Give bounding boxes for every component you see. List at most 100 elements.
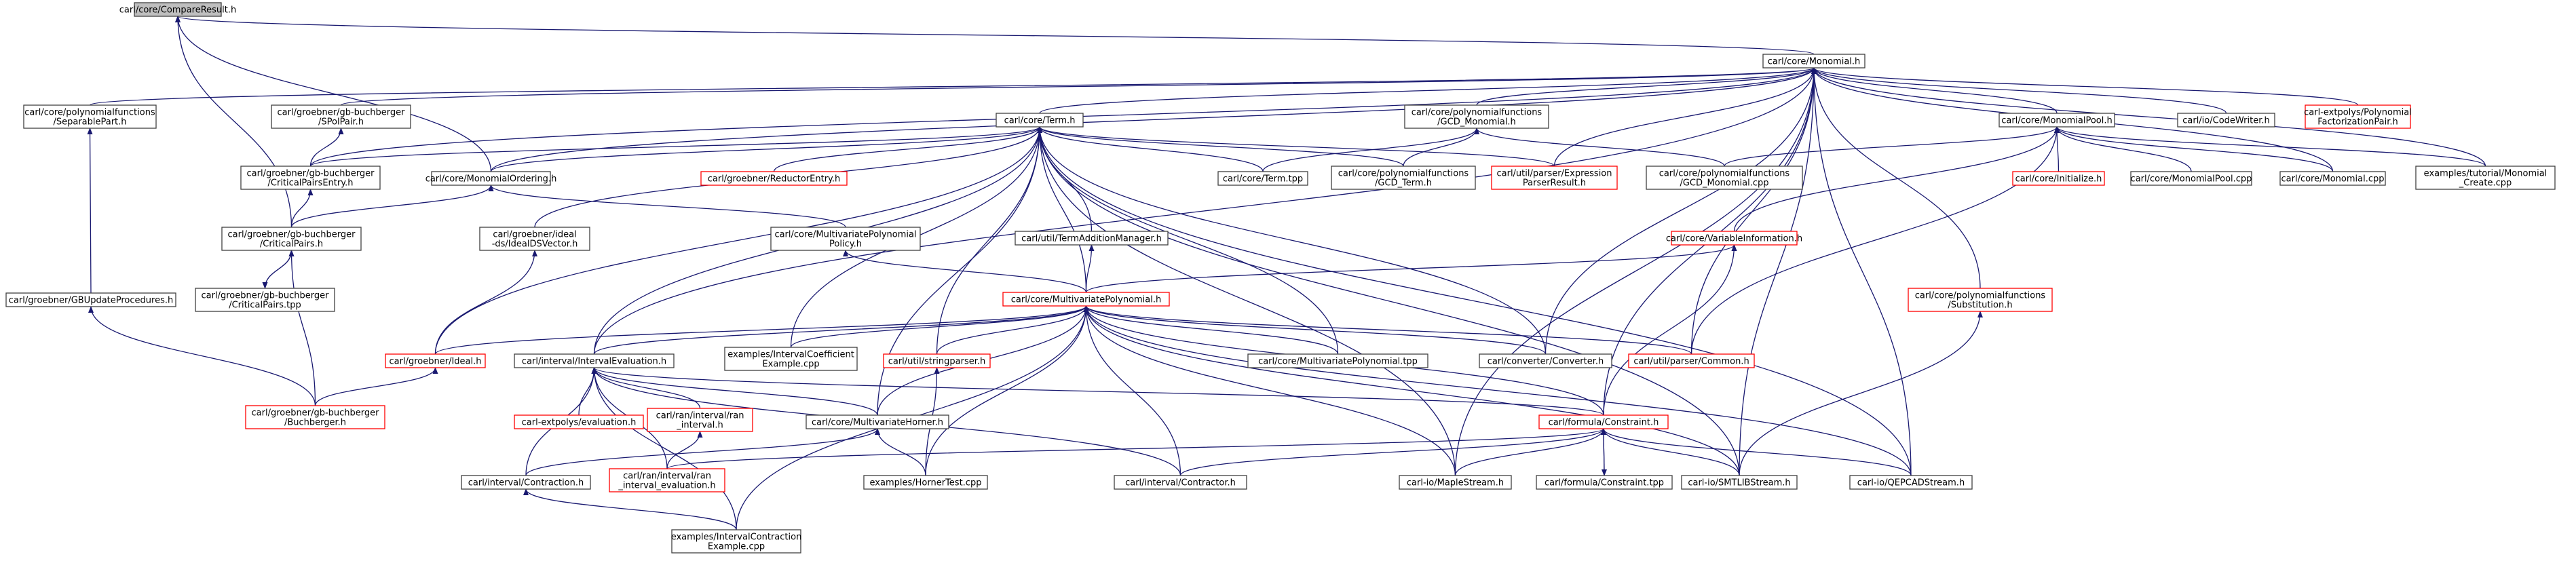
node-extpolyseval[interactable]: carl-extpolys/evaluation.h — [514, 414, 644, 429]
edge-critpairs-to-monordering — [290, 185, 494, 228]
edge-stringparser-to-mvpoly — [936, 305, 1089, 355]
node-monpoolcpp[interactable]: carl/core/MonomialPool.cpp — [2130, 171, 2252, 186]
edge-term-to-monomial — [1039, 67, 1817, 114]
node-maplestream[interactable]: carl-io/MapleStream.h — [1399, 475, 1512, 490]
node-box — [514, 414, 644, 429]
node-monomial[interactable]: carl/core/Monomial.h — [1762, 54, 1865, 69]
node-box — [806, 414, 949, 429]
node-intcontraction[interactable]: carl/interval/Contraction.h — [461, 475, 591, 490]
node-reductorentry[interactable]: carl/groebner/ReductorEntry.h — [700, 171, 848, 186]
edge-line — [175, 16, 1815, 55]
edge-maplestream-to-term — [1037, 126, 1456, 476]
node-monordering[interactable]: carl/core/MonomialOrdering.h — [425, 171, 557, 186]
node-ideal[interactable]: carl/groebner/Ideal.h — [385, 353, 486, 368]
node-smtlib[interactable]: carl-io/SMTLIBStream.h — [1681, 475, 1798, 490]
node-codewriter[interactable]: carl/io/CodeWriter.h — [2177, 113, 2275, 128]
edge-termtpp-to-gcdmonh — [1262, 128, 1479, 172]
edge-substitution-to-monomial — [1811, 67, 1981, 289]
node-mvpolytpp[interactable]: carl/core/MultivariatePolynomial.tpp — [1247, 353, 1428, 368]
edge-parsercommon-to-monomial — [1690, 67, 1817, 355]
node-box — [1762, 54, 1865, 69]
node-label: carl/core/MultivariatePolynomial.h — [1011, 295, 1162, 305]
edge-contractor-to-constraint — [1179, 428, 1606, 476]
node-box — [671, 529, 801, 554]
node-label: /GCD_Term.h — [1375, 178, 1432, 189]
node-hornertest[interactable]: examples/HornerTest.cpp — [863, 475, 988, 490]
node-box — [1681, 475, 1798, 490]
edge-converter-to-monomial — [1545, 67, 1817, 355]
node-constraint[interactable]: carl/formula/Constraint.h — [1538, 414, 1669, 429]
node-gbupdate[interactable]: carl/groebner/GBUpdateProcedures.h — [5, 292, 176, 307]
edge-line — [1811, 67, 2227, 114]
node-gbbuchberger[interactable]: carl/groebner/gb-buchberger/Buchberger.h — [245, 405, 385, 429]
node-idealdsvec[interactable]: carl/groebner/ideal-ds/IdealDSVector.h — [479, 227, 590, 251]
edge-line — [843, 250, 1087, 293]
node-termaddmgr[interactable]: carl/util/TermAdditionManager.h — [1015, 231, 1169, 246]
edge-qepcad-to-monomial — [1811, 67, 1912, 476]
node-moncpp[interactable]: carl/core/Monomial.cpp — [2279, 171, 2386, 186]
node-moncreate[interactable]: examples/tutorial/Monomial_Create.cpp — [2415, 166, 2556, 190]
node-label: Policy.h — [829, 239, 862, 250]
node-label: _Create.cpp — [2459, 178, 2512, 189]
edge-line — [1037, 126, 1555, 167]
node-contractor[interactable]: carl/interval/Contractor.h — [1114, 475, 1247, 490]
edge-separable-to-monomial — [89, 67, 1817, 106]
node-constrainttpp[interactable]: carl/formula/Constraint.tpp — [1536, 475, 1673, 490]
node-critpairs[interactable]: carl/groebner/gb-buchberger/CriticalPair… — [221, 227, 362, 251]
node-substitution[interactable]: carl/core/polynomialfunctions/Substituti… — [1908, 288, 2053, 312]
node-converter[interactable]: carl/converter/Converter.h — [1479, 353, 1612, 368]
node-intervaleval[interactable]: carl/interval/IntervalEvaluation.h — [514, 353, 675, 368]
edges-layer — [87, 16, 2486, 530]
edge-mvpoly-to-mvpolicy — [843, 250, 1087, 293]
edge-line — [1083, 305, 1456, 476]
node-box — [724, 347, 858, 371]
edge-line — [1474, 128, 1725, 167]
edge-moncreate-to-monpool — [2054, 126, 2486, 167]
node-label: /SeparablePart.h — [53, 117, 126, 128]
node-label: Example.cpp — [708, 542, 765, 552]
edge-line — [262, 250, 292, 289]
node-label: carl/core/VariableInformation.h — [1666, 234, 1802, 244]
node-label: carl/groebner/GBUpdateProcedures.h — [9, 296, 173, 306]
node-raneval[interactable]: carl/ran/interval/ran_interval_evaluatio… — [609, 468, 725, 492]
edge-line — [790, 305, 1089, 348]
node-label: carl/core/Initialize.h — [2015, 174, 2102, 185]
node-label: carl/interval/Contraction.h — [468, 478, 584, 488]
node-exprparser[interactable]: carl/util/parser/ExpressionParserResult.… — [1491, 166, 1618, 190]
edge-line — [1454, 428, 1606, 476]
node-varinfo[interactable]: carl/core/VariableInformation.h — [1666, 231, 1802, 246]
node-parsercommon[interactable]: carl/util/parser/Common.h — [1628, 353, 1755, 368]
edge-line — [1601, 428, 1740, 476]
node-critpairstpp[interactable]: carl/groebner/gb-buchberger/CriticalPair… — [195, 288, 335, 312]
node-box — [2415, 166, 2556, 190]
edge-line — [2054, 126, 2060, 172]
node-termtpp[interactable]: carl/core/Term.tpp — [1217, 171, 1308, 186]
node-box — [134, 2, 222, 17]
node-mvhorner[interactable]: carl/core/MultivariateHorner.h — [806, 414, 949, 429]
node-label: /GCD_Monomial.h — [1437, 117, 1516, 128]
node-separable[interactable]: carl/core/polynomialfunctions/SeparableP… — [23, 104, 157, 129]
node-mvpoly[interactable]: carl/core/MultivariatePolynomial.h — [1002, 292, 1170, 307]
node-label: carl/groebner/gb-buchberger — [278, 108, 406, 118]
node-label: carl/groebner/gb-buchberger — [228, 230, 356, 240]
node-critpairsentry[interactable]: carl/groebner/gb-buchberger/CriticalPair… — [240, 166, 381, 190]
node-polyfact[interactable]: carl-extpolys/PolynomialFactorizationPai… — [2304, 104, 2412, 129]
node-spolpair[interactable]: carl/groebner/gb-buchberger/SPolPair.h — [271, 104, 411, 129]
node-monpool[interactable]: carl/core/MonomialPool.h — [1999, 113, 2115, 128]
edge-line — [2054, 126, 2486, 167]
node-initialize[interactable]: carl/core/Initialize.h — [2012, 171, 2105, 186]
node-gcdmoncpp[interactable]: carl/core/polynomialfunctions/GCD_Monomi… — [1646, 166, 1803, 190]
node-term[interactable]: carl/core/Term.h — [996, 113, 1084, 128]
edge-moncpp-to-monpool — [2054, 126, 2334, 172]
node-qepcad[interactable]: carl-io/QEPCADStream.h — [1849, 475, 1973, 490]
node-stringparser[interactable]: carl/util/stringparser.h — [883, 353, 991, 368]
node-compare[interactable]: carl/core/CompareResult.h — [119, 2, 237, 17]
node-raninterval[interactable]: carl/ran/interval/ran_interval.h — [647, 408, 753, 432]
edge-line — [434, 250, 537, 355]
node-gcdmonh[interactable]: carl/core/polynomialfunctions/GCD_Monomi… — [1404, 104, 1549, 129]
node-gcdterm[interactable]: carl/core/polynomialfunctions/GCD_Term.h — [1331, 166, 1476, 190]
edge-line — [1039, 67, 1817, 114]
